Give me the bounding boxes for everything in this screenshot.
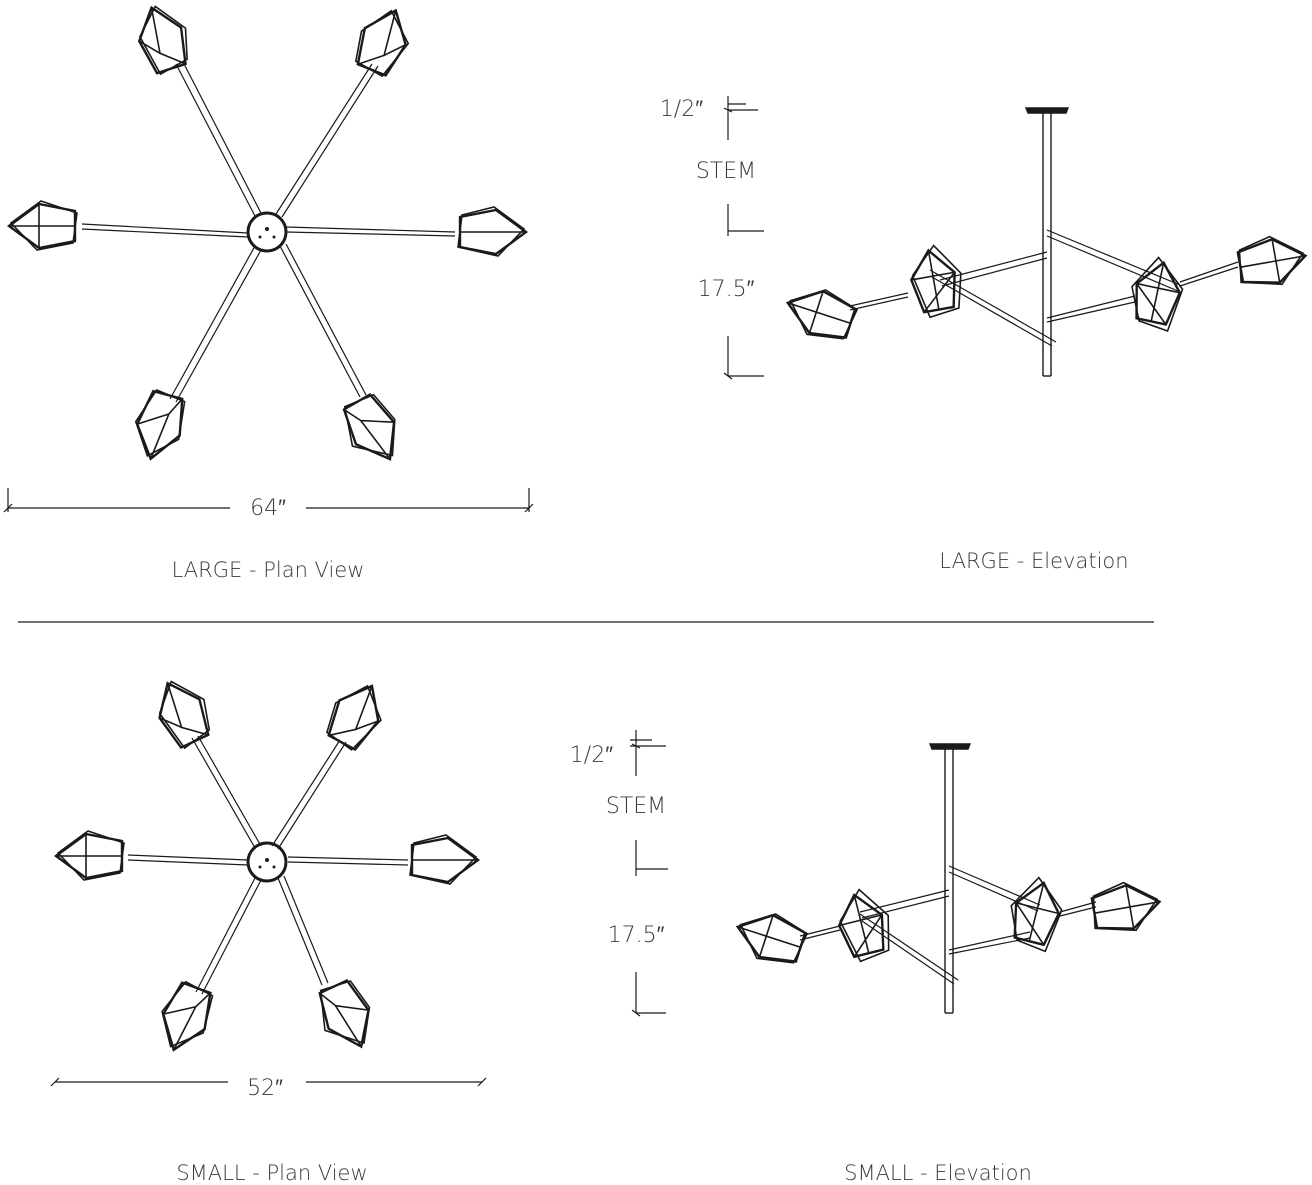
large-elevation-dimension	[723, 96, 764, 380]
small-plan-view	[50, 680, 487, 1087]
small-stem-label: STEM	[606, 794, 666, 819]
large-plan-pendant-5	[134, 388, 186, 461]
small-elev-pendant-inner-left	[837, 888, 890, 963]
large-plan-hub	[246, 211, 288, 253]
small-plan-pendant-4	[409, 834, 481, 885]
large-elevation-view	[723, 96, 1308, 380]
large-drop-label: 17.5″	[698, 277, 755, 302]
large-width-dimension	[3, 488, 534, 513]
small-elev-pendant-right	[1090, 881, 1162, 932]
large-plan-pendant-2	[354, 8, 410, 78]
large-plan-arms	[81, 61, 456, 403]
large-stem-label: STEM	[696, 159, 756, 184]
small-elevation-caption: SMALL - Elevation	[844, 1161, 1032, 1185]
large-elev-pendant-inner-right	[1131, 256, 1184, 333]
small-plan-caption: SMALL - Plan View	[176, 1161, 367, 1185]
small-plan-pendant-2	[326, 684, 382, 752]
small-canopy-label: 1/2″	[570, 743, 613, 768]
large-elev-pendant-inner-left	[909, 244, 962, 319]
small-elev-pendant-inner-right	[1010, 876, 1063, 953]
small-elev-pendant-left	[735, 913, 809, 964]
large-plan-view	[3, 5, 534, 513]
large-elevation-caption: LARGE - Elevation	[939, 549, 1128, 573]
large-plan-pendant-4	[457, 206, 529, 257]
large-plan-pendant-6	[342, 392, 396, 461]
small-elevation-view	[630, 730, 1162, 1017]
small-plan-pendant-3	[53, 830, 125, 881]
small-drop-label: 17.5″	[608, 923, 665, 948]
large-elevation-stem	[1024, 107, 1070, 377]
small-plan-pendant-1	[158, 680, 211, 750]
small-width-label: 52″	[247, 1076, 283, 1101]
small-width-dimension	[50, 1077, 487, 1087]
large-width-label: 64″	[250, 496, 286, 521]
large-elev-pendant-left	[785, 289, 859, 340]
small-plan-arms	[127, 735, 409, 995]
small-plan-hub	[246, 841, 288, 883]
small-elevation-stem	[928, 743, 972, 1014]
large-canopy-label: 1/2″	[660, 97, 703, 122]
large-plan-pendant-3	[6, 200, 78, 251]
small-plan-pendant-6	[318, 978, 371, 1049]
small-elevation-dimension	[630, 730, 668, 1017]
small-plan-pendant-5	[161, 980, 214, 1052]
large-elev-pendant-right	[1236, 235, 1308, 286]
large-plan-pendant-1	[137, 5, 188, 76]
large-plan-caption: LARGE - Plan View	[172, 558, 365, 582]
large-elevation-arms	[849, 229, 1239, 347]
